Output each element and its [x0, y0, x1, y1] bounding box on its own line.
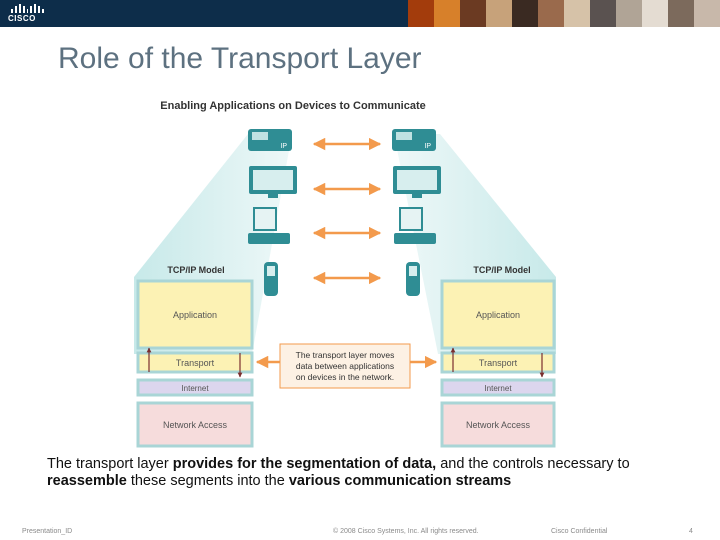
network-access-layer [136, 401, 254, 448]
internet-layer-label: Internet [181, 384, 209, 393]
caption-text: these segments into the [126, 473, 289, 489]
cisco-logo: CISCO [8, 4, 45, 24]
footer-presentation-id: Presentation_ID [22, 528, 73, 535]
caption-bold-text: reassemble [47, 473, 127, 489]
diagram-heading: Enabling Applications on Devices to Comm… [160, 100, 425, 112]
transport-layer [136, 351, 254, 374]
callout-line-3: on devices in the network. [296, 372, 394, 382]
left-model-label: TCP/IP Model [167, 265, 224, 275]
slide-caption: The transport layer provides for the seg… [47, 456, 687, 490]
transport-layer-diagram: Enabling Applications on Devices to Comm… [134, 100, 556, 448]
cisco-bridge-icon [11, 4, 45, 13]
transport-layer-label: Transport [176, 358, 215, 368]
internet-layer-label: Internet [484, 384, 512, 393]
application-layer [440, 279, 556, 350]
transport-layer-label: Transport [479, 358, 518, 368]
ip-phone-icon: IP [248, 129, 292, 151]
internet-layer [136, 378, 254, 397]
application-layer-label: Application [173, 310, 217, 320]
caption-text: and the controls necessary to [436, 456, 630, 472]
footer-copyright: © 2008 Cisco Systems, Inc. All rights re… [333, 528, 479, 535]
computer-monitor-icon [249, 166, 297, 198]
slide-title: Role of the Transport Layer [58, 42, 422, 75]
computer-monitor-icon [393, 166, 441, 198]
header-bar: CISCO [0, 0, 720, 27]
callout-line-2: data between applications [296, 361, 394, 371]
right-model-label: TCP/IP Model [473, 265, 530, 275]
header-photo-strip [408, 0, 720, 27]
transport-callout-box [279, 343, 411, 389]
ip-label: IP [424, 143, 431, 150]
left-tcpip-stack: Application Transport Internet Network A… [136, 279, 254, 448]
callout-line-1: The transport layer moves [296, 350, 395, 360]
caption-text: The transport layer [47, 456, 173, 472]
ip-phone-icon: IP [392, 129, 436, 151]
application-layer-label: Application [476, 310, 520, 320]
right-tcpip-stack: Application Transport Internet Network A… [440, 279, 556, 448]
internet-layer [440, 378, 556, 397]
caption-bold-text: various communication streams [288, 473, 512, 489]
cisco-logo-text: CISCO [8, 14, 36, 23]
transport-layer [440, 351, 556, 374]
network-access-layer [440, 401, 556, 448]
application-layer [136, 279, 254, 350]
mobile-phone-icon [264, 262, 278, 296]
footer-page-number: 4 [689, 528, 693, 535]
caption-bold-text: provides for the segmentation of data, [172, 456, 437, 472]
desktop-pc-icon [248, 207, 290, 244]
network-access-layer-label: Network Access [163, 420, 228, 430]
desktop-pc-icon [394, 207, 436, 244]
footer-confidential: Cisco Confidential [551, 528, 608, 535]
ip-label: IP [280, 143, 287, 150]
network-access-layer-label: Network Access [466, 420, 531, 430]
mobile-phone-icon [406, 262, 420, 296]
